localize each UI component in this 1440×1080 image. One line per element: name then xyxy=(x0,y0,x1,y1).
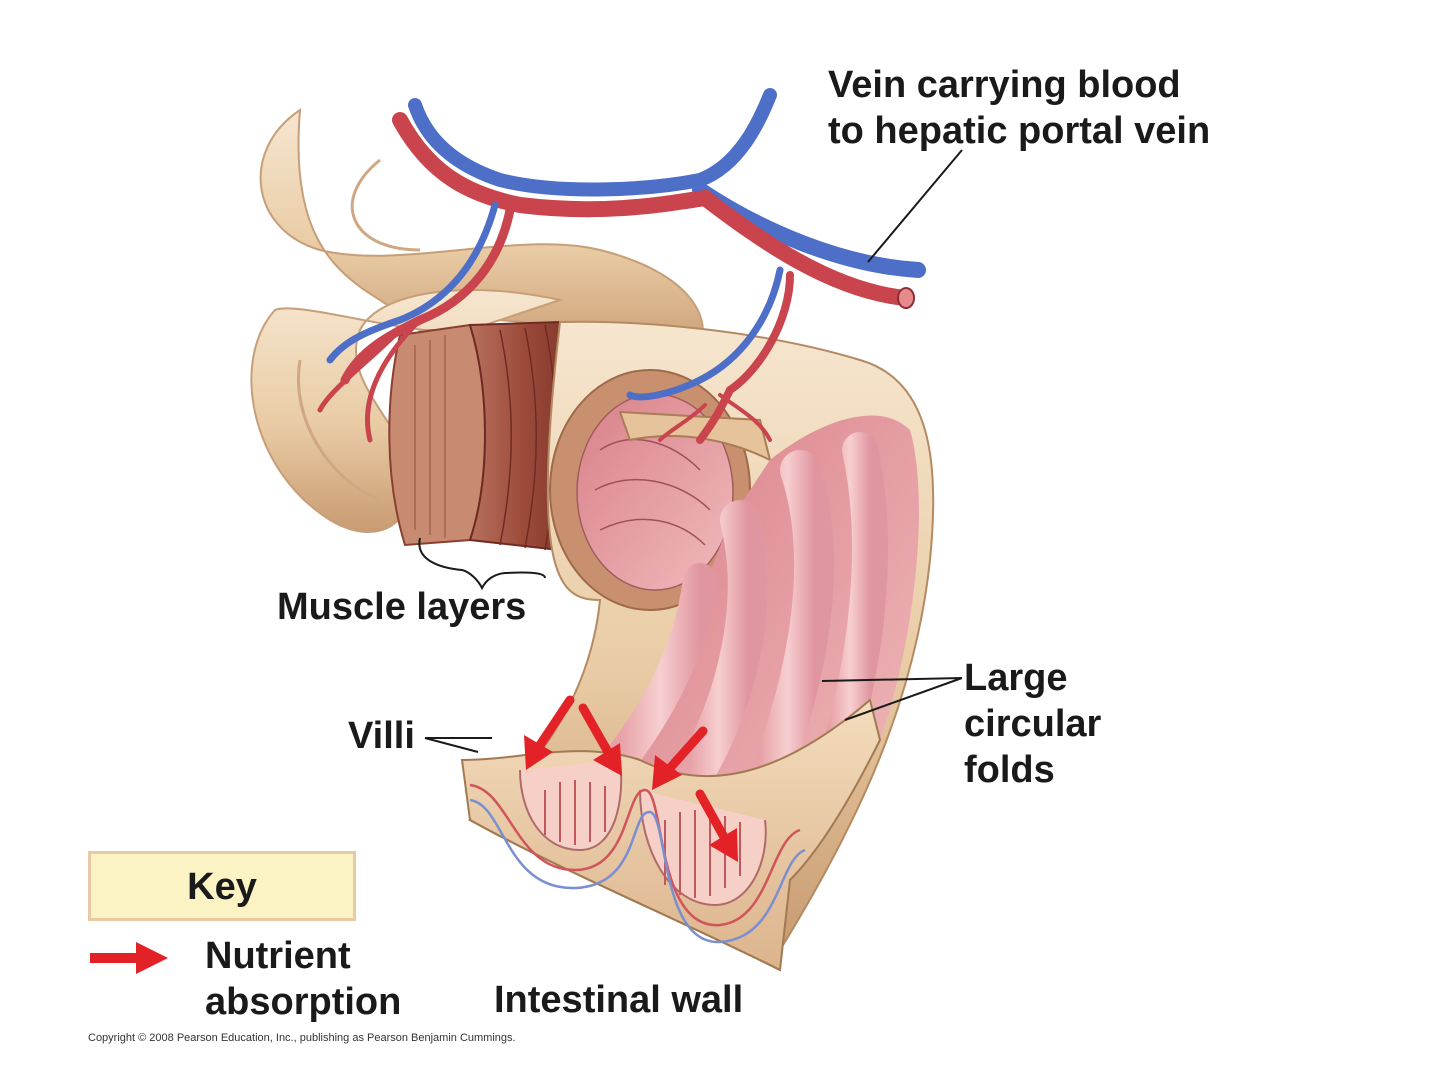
circular-folds-label: Large circular folds xyxy=(964,655,1101,793)
vein-label-line1: Vein carrying blood xyxy=(828,64,1181,106)
muscle-layers-label: Muscle layers xyxy=(277,586,527,628)
intestinal-wall-section xyxy=(460,698,882,972)
blood-vessels xyxy=(317,88,926,444)
muscle-layers-bracket xyxy=(418,537,546,591)
nutrient-arrows xyxy=(524,695,738,862)
key-item-label: Nutrient absorption xyxy=(205,933,401,1025)
vein-label: Vein carrying blood to hepatic portal ve… xyxy=(828,62,1210,154)
intestinal-wall-label: Intestinal wall xyxy=(494,979,744,1021)
villi-label: Villi xyxy=(348,715,415,757)
copyright-notice: Copyright © 2008 Pearson Education, Inc.… xyxy=(88,1032,516,1044)
villi-leader-line xyxy=(424,737,492,753)
vein-leader-line xyxy=(867,149,963,263)
folds-label-line1: Large xyxy=(964,657,1068,699)
folds-label-line2: circular xyxy=(964,703,1102,745)
folds-label-line3: folds xyxy=(964,749,1055,791)
key-title: Key xyxy=(187,866,257,908)
leader-lines xyxy=(418,149,963,753)
key-item-line1: Nutrient xyxy=(205,935,351,977)
red-arrow-icon xyxy=(90,942,168,974)
key-item-line2: absorption xyxy=(205,981,402,1023)
folds-leader-line xyxy=(821,677,963,721)
key-box: Key xyxy=(88,851,356,921)
vein-label-line2: to hepatic portal vein xyxy=(828,110,1211,152)
